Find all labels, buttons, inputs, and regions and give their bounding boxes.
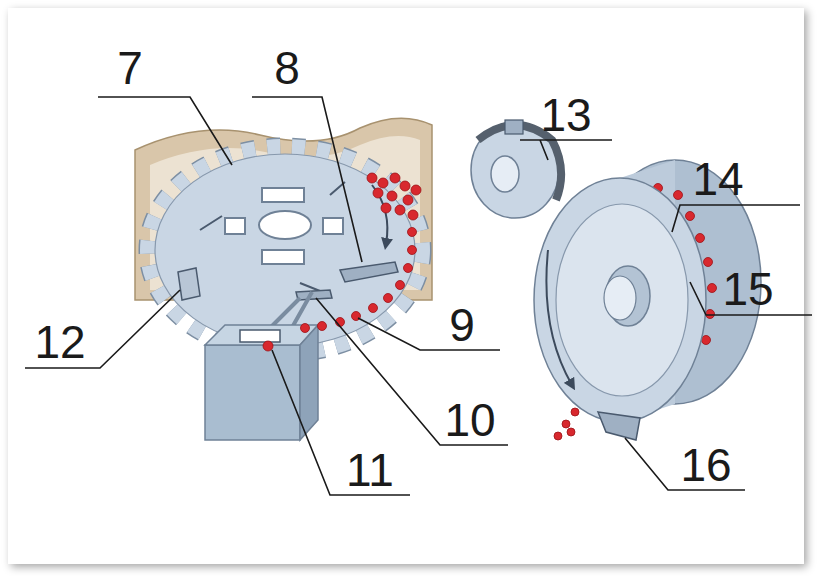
frame bbox=[8, 8, 804, 564]
rotation-arrow bbox=[372, 185, 387, 244]
collector-side bbox=[300, 325, 318, 440]
drum-hub-face bbox=[604, 276, 636, 320]
gear-teeth-outline bbox=[148, 147, 422, 353]
slot bbox=[225, 218, 245, 234]
press-hub bbox=[491, 156, 519, 192]
collector-opening bbox=[240, 330, 280, 342]
callout-number: 11 bbox=[346, 447, 394, 493]
callout-number: 14 bbox=[692, 156, 743, 202]
callout-number: 16 bbox=[680, 442, 731, 488]
falling-seeds bbox=[554, 408, 579, 440]
slot bbox=[262, 188, 304, 202]
callout-number: 8 bbox=[274, 45, 300, 91]
seed-balls bbox=[263, 173, 421, 351]
callout-number: 12 bbox=[34, 319, 85, 365]
deflector bbox=[296, 290, 332, 300]
slot bbox=[262, 250, 304, 264]
slot bbox=[323, 218, 343, 234]
ejector-lever bbox=[340, 262, 398, 282]
collector-box bbox=[205, 345, 300, 440]
center-hole bbox=[259, 211, 311, 239]
callout-number: 15 bbox=[722, 266, 773, 312]
gear-disc bbox=[155, 154, 415, 346]
belt-clamp bbox=[505, 120, 523, 134]
gear-teeth bbox=[148, 147, 422, 353]
leader-lines bbox=[25, 97, 812, 495]
callout-number: 13 bbox=[540, 92, 591, 138]
tab bbox=[178, 268, 200, 300]
callout-number: 10 bbox=[444, 397, 495, 443]
drum-face bbox=[534, 178, 706, 422]
callout-number: 9 bbox=[449, 302, 475, 348]
callout-number: 7 bbox=[117, 45, 143, 91]
scraper bbox=[598, 412, 640, 440]
drum-recess bbox=[556, 204, 688, 396]
rotation-arrow bbox=[546, 250, 572, 385]
slot-marks bbox=[200, 182, 345, 295]
